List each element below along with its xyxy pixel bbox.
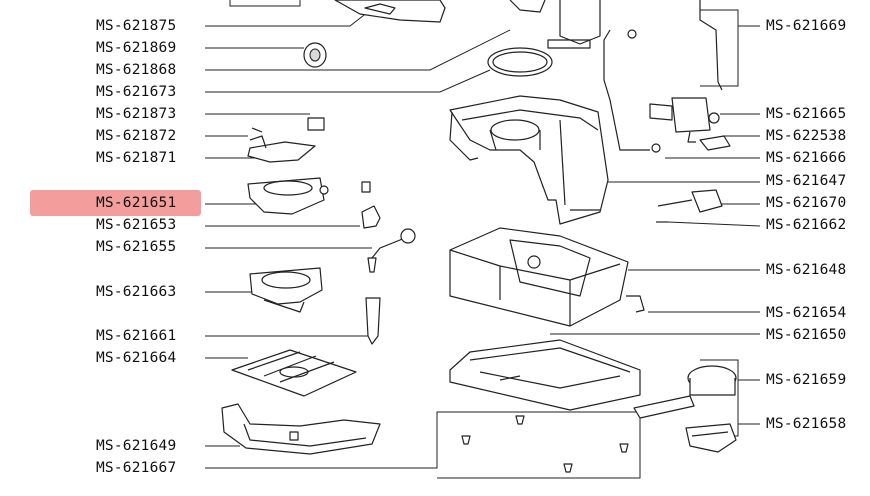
label-right-2[interactable]: MS-621665 <box>766 106 847 122</box>
part-base-plate <box>449 339 641 411</box>
label-left-15[interactable]: MS-621667 <box>96 460 177 476</box>
part-base-frame <box>449 227 629 327</box>
part-valve-653 <box>361 205 381 229</box>
part-steam-pipe <box>367 228 416 273</box>
part-brew-unit <box>247 177 329 215</box>
highlight-box <box>30 190 201 216</box>
part-clip <box>651 135 731 153</box>
part-top-lid <box>334 0 546 23</box>
label-right-7[interactable]: MS-621662 <box>766 217 847 233</box>
label-right-6[interactable]: MS-621670 <box>766 195 847 211</box>
leader-lines-right <box>550 9 761 437</box>
part-cover-bracket <box>247 135 316 163</box>
leader-lines-left <box>205 0 641 479</box>
label-left-9[interactable]: MS-621653 <box>96 217 177 233</box>
label-right-4[interactable]: MS-621666 <box>766 150 847 166</box>
part-drip-tray <box>221 403 381 455</box>
label-left-2[interactable]: MS-621869 <box>96 40 177 56</box>
label-left-13[interactable]: MS-621664 <box>96 350 177 366</box>
label-left-5[interactable]: MS-621873 <box>96 106 177 122</box>
part-small-screw <box>361 181 371 193</box>
label-left-10[interactable]: MS-621655 <box>96 239 177 255</box>
part-filter-holder <box>633 365 737 419</box>
label-right-11[interactable]: MS-621659 <box>766 372 847 388</box>
label-left-6[interactable]: MS-621872 <box>96 128 177 144</box>
label-left-7[interactable]: MS-621871 <box>96 150 177 166</box>
label-right-10[interactable]: MS-621650 <box>766 327 847 343</box>
label-left-11[interactable]: MS-621663 <box>96 284 177 300</box>
part-hose-elbow <box>626 295 645 313</box>
part-pump <box>649 97 720 143</box>
label-right-3[interactable]: MS-622538 <box>766 128 847 144</box>
label-right-9[interactable]: MS-621654 <box>766 305 847 321</box>
label-left-12[interactable]: MS-621661 <box>96 328 177 344</box>
label-left-4[interactable]: MS-621673 <box>96 84 177 100</box>
label-right-8[interactable]: MS-621648 <box>766 262 847 278</box>
part-steam-nozzle <box>365 297 381 345</box>
label-left-8-highlighted[interactable]: MS-621651 <box>96 195 177 211</box>
part-steam-valve <box>656 189 723 223</box>
part-thermostat <box>251 117 325 133</box>
part-drip-grid <box>231 349 357 397</box>
part-filter-holder-bottom <box>685 423 737 453</box>
part-shower-holder <box>249 267 323 313</box>
label-right-1[interactable]: MS-621669 <box>766 18 847 34</box>
label-left-3[interactable]: MS-621868 <box>96 62 177 78</box>
label-right-12[interactable]: MS-621658 <box>766 416 847 432</box>
part-knob <box>303 42 327 68</box>
part-main-housing <box>449 95 609 225</box>
part-hoses-top <box>547 0 723 151</box>
label-right-5[interactable]: MS-621647 <box>766 173 847 189</box>
part-gasket-ring <box>487 47 553 77</box>
label-left-14[interactable]: MS-621649 <box>96 438 177 454</box>
part-feet <box>461 415 629 473</box>
label-left-1[interactable]: MS-621875 <box>96 18 177 34</box>
